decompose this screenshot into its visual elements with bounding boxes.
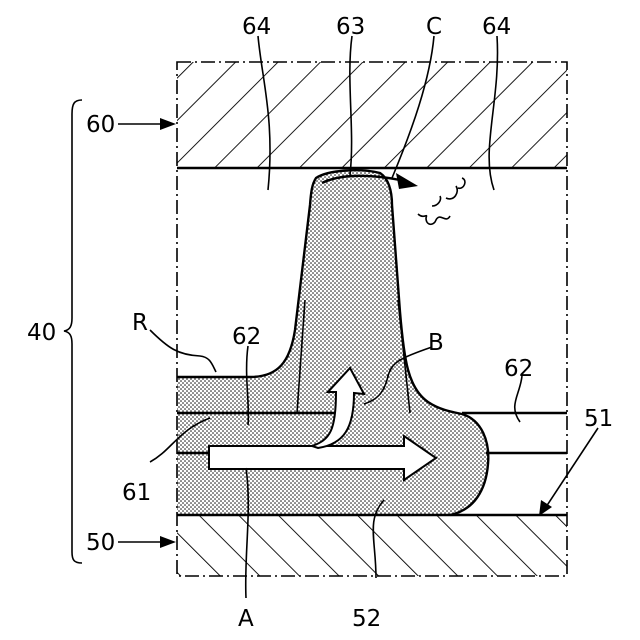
pointer-60-head <box>160 118 176 130</box>
label-r: R <box>132 310 148 336</box>
label-51: 51 <box>584 406 613 432</box>
upper-substrate-60 <box>177 62 567 168</box>
label-62b: 62 <box>504 356 533 382</box>
lower-substrate-50 <box>177 515 567 576</box>
label-62a: 62 <box>232 324 261 350</box>
leader-62b <box>515 376 522 422</box>
label-60: 60 <box>86 112 115 138</box>
label-64a: 64 <box>242 14 271 40</box>
label-63: 63 <box>336 14 365 40</box>
pointer-50-head <box>160 536 176 548</box>
flow-arrow-c-head <box>396 173 418 189</box>
label-64b: 64 <box>482 14 511 40</box>
label-52: 52 <box>352 606 381 632</box>
label-50: 50 <box>86 530 115 556</box>
leader-r <box>150 330 216 372</box>
label-61: 61 <box>122 480 151 506</box>
brace-40 <box>64 100 82 563</box>
squiggle-mark <box>418 178 465 224</box>
label-a: A <box>238 606 254 632</box>
pointer-51 <box>544 428 598 510</box>
label-b: B <box>428 330 444 356</box>
label-40: 40 <box>27 320 56 346</box>
label-c: C <box>426 14 442 40</box>
pointer-51-head <box>539 500 552 516</box>
